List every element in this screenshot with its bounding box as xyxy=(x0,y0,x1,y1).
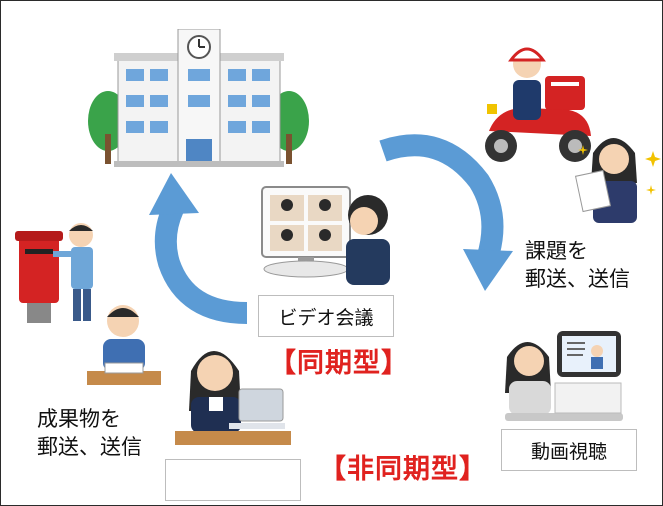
results-caption: 成果物を 郵送、送信 xyxy=(37,405,142,461)
student-laptop-icon xyxy=(173,331,293,451)
school-building-icon xyxy=(86,29,311,169)
postman-scooter-icon xyxy=(479,36,599,176)
video-conference-label: ビデオ会議 xyxy=(258,295,394,337)
asynchronous-title: 【非同期型】 xyxy=(319,454,487,485)
student-reading-paper-icon xyxy=(573,123,662,228)
student-studying-icon xyxy=(85,299,163,391)
video-viewing-label: 動画視聴 xyxy=(501,429,637,471)
video-conference-text: ビデオ会議 xyxy=(278,306,374,329)
assignment-caption: 課題を 郵送、送信 xyxy=(525,237,630,293)
results-line2: 郵送、送信 xyxy=(37,435,142,459)
mailbox-posting-icon xyxy=(13,219,105,327)
laptop-student-label-box xyxy=(165,459,301,501)
student-tablet-video-icon xyxy=(499,327,629,427)
video-call-icon xyxy=(258,181,398,293)
video-viewing-text: 動画視聴 xyxy=(530,440,607,463)
assignment-line2: 郵送、送信 xyxy=(525,267,630,291)
synchronous-title: 【同期型】 xyxy=(269,348,409,379)
assignment-line1: 課題を xyxy=(525,239,588,263)
results-line1: 成果物を xyxy=(37,407,121,431)
